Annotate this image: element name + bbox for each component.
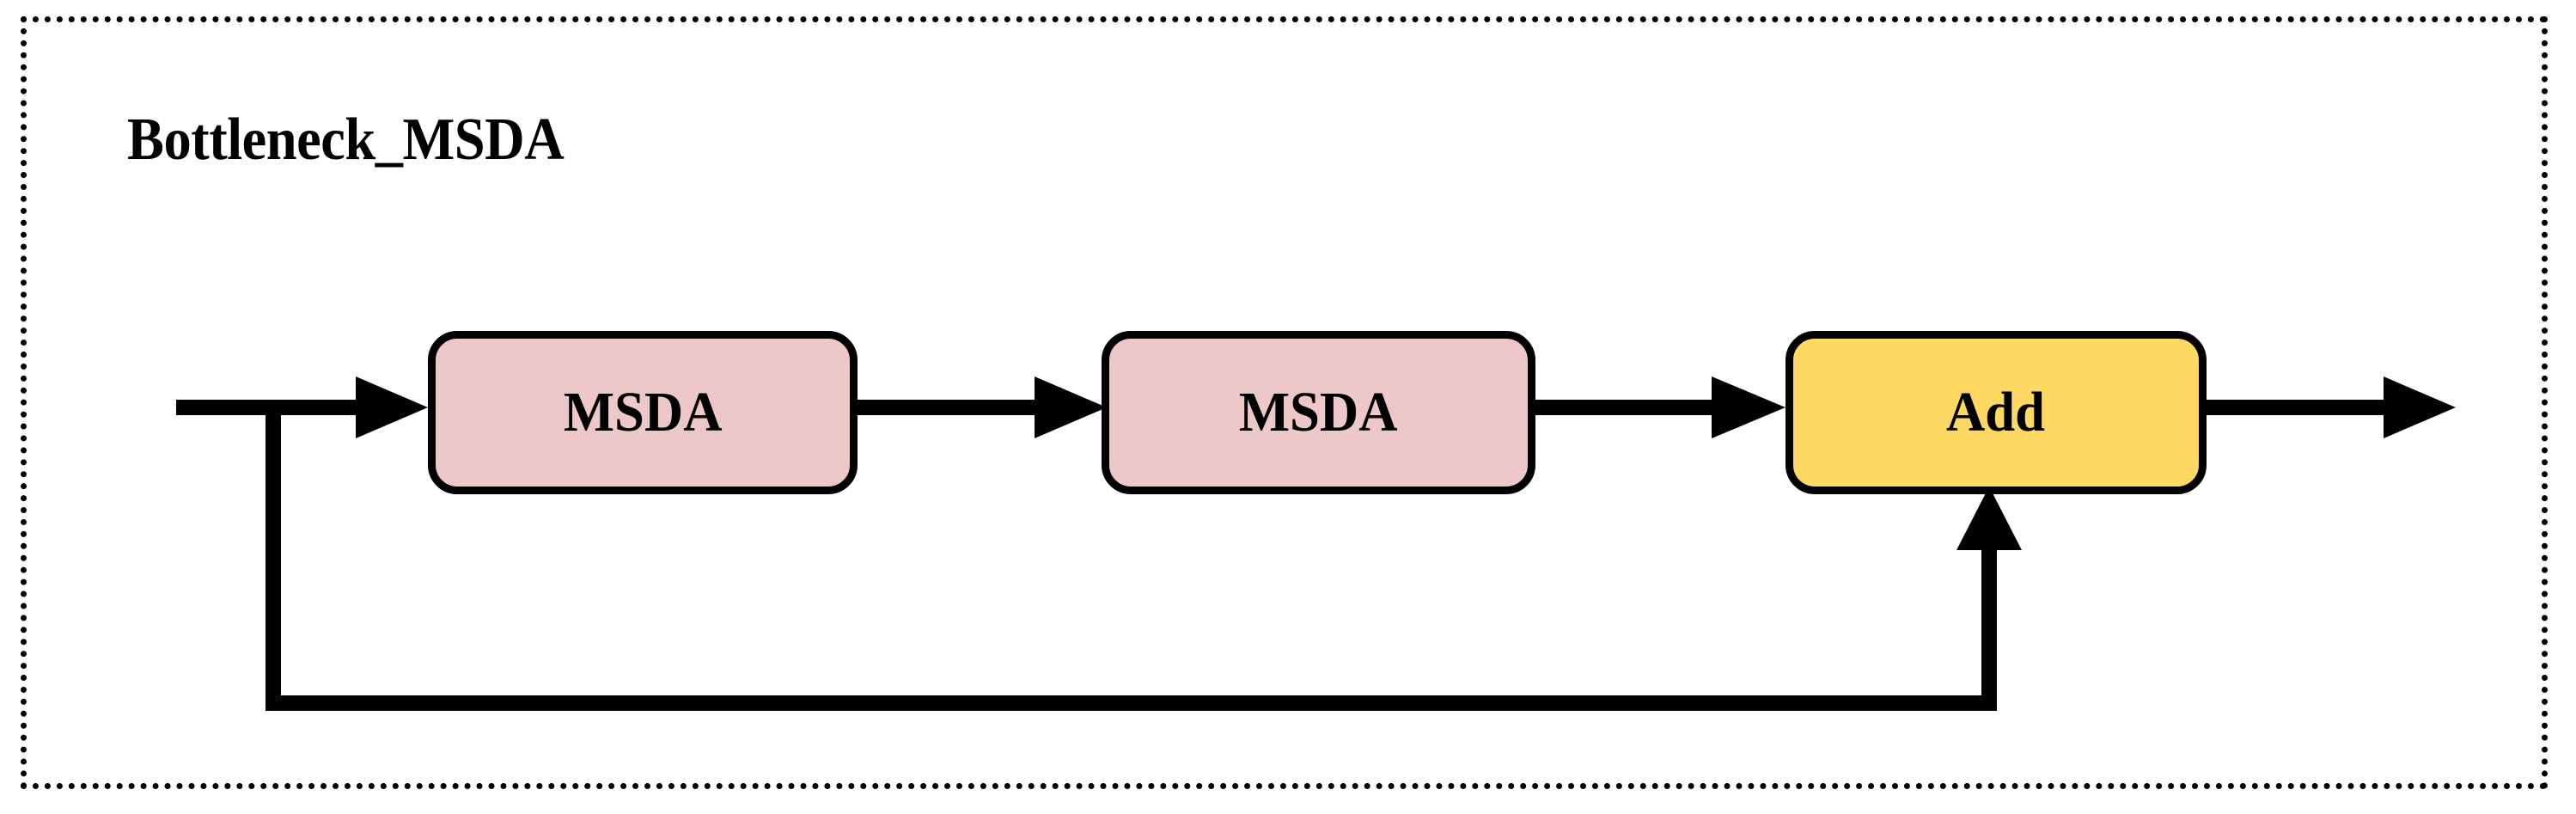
edge-input-to-msda-1 <box>176 376 428 438</box>
edge-add-to-output <box>2204 376 2456 438</box>
edge-msda-1-to-msda-2 <box>856 376 1107 438</box>
node-add[interactable]: Add <box>1785 331 2207 494</box>
bottleneck-block-frame <box>21 16 2548 789</box>
node-msda-1-label: MSDA <box>563 381 723 444</box>
node-add-label: Add <box>1946 381 2046 444</box>
page-title: Bottleneck_MSDA <box>127 107 565 173</box>
edge-skip-connection <box>266 400 2022 711</box>
node-msda-1[interactable]: MSDA <box>428 331 858 494</box>
node-msda-2-label: MSDA <box>1239 381 1398 444</box>
node-msda-2[interactable]: MSDA <box>1102 331 1535 494</box>
edge-msda-2-to-add <box>1534 376 1785 438</box>
